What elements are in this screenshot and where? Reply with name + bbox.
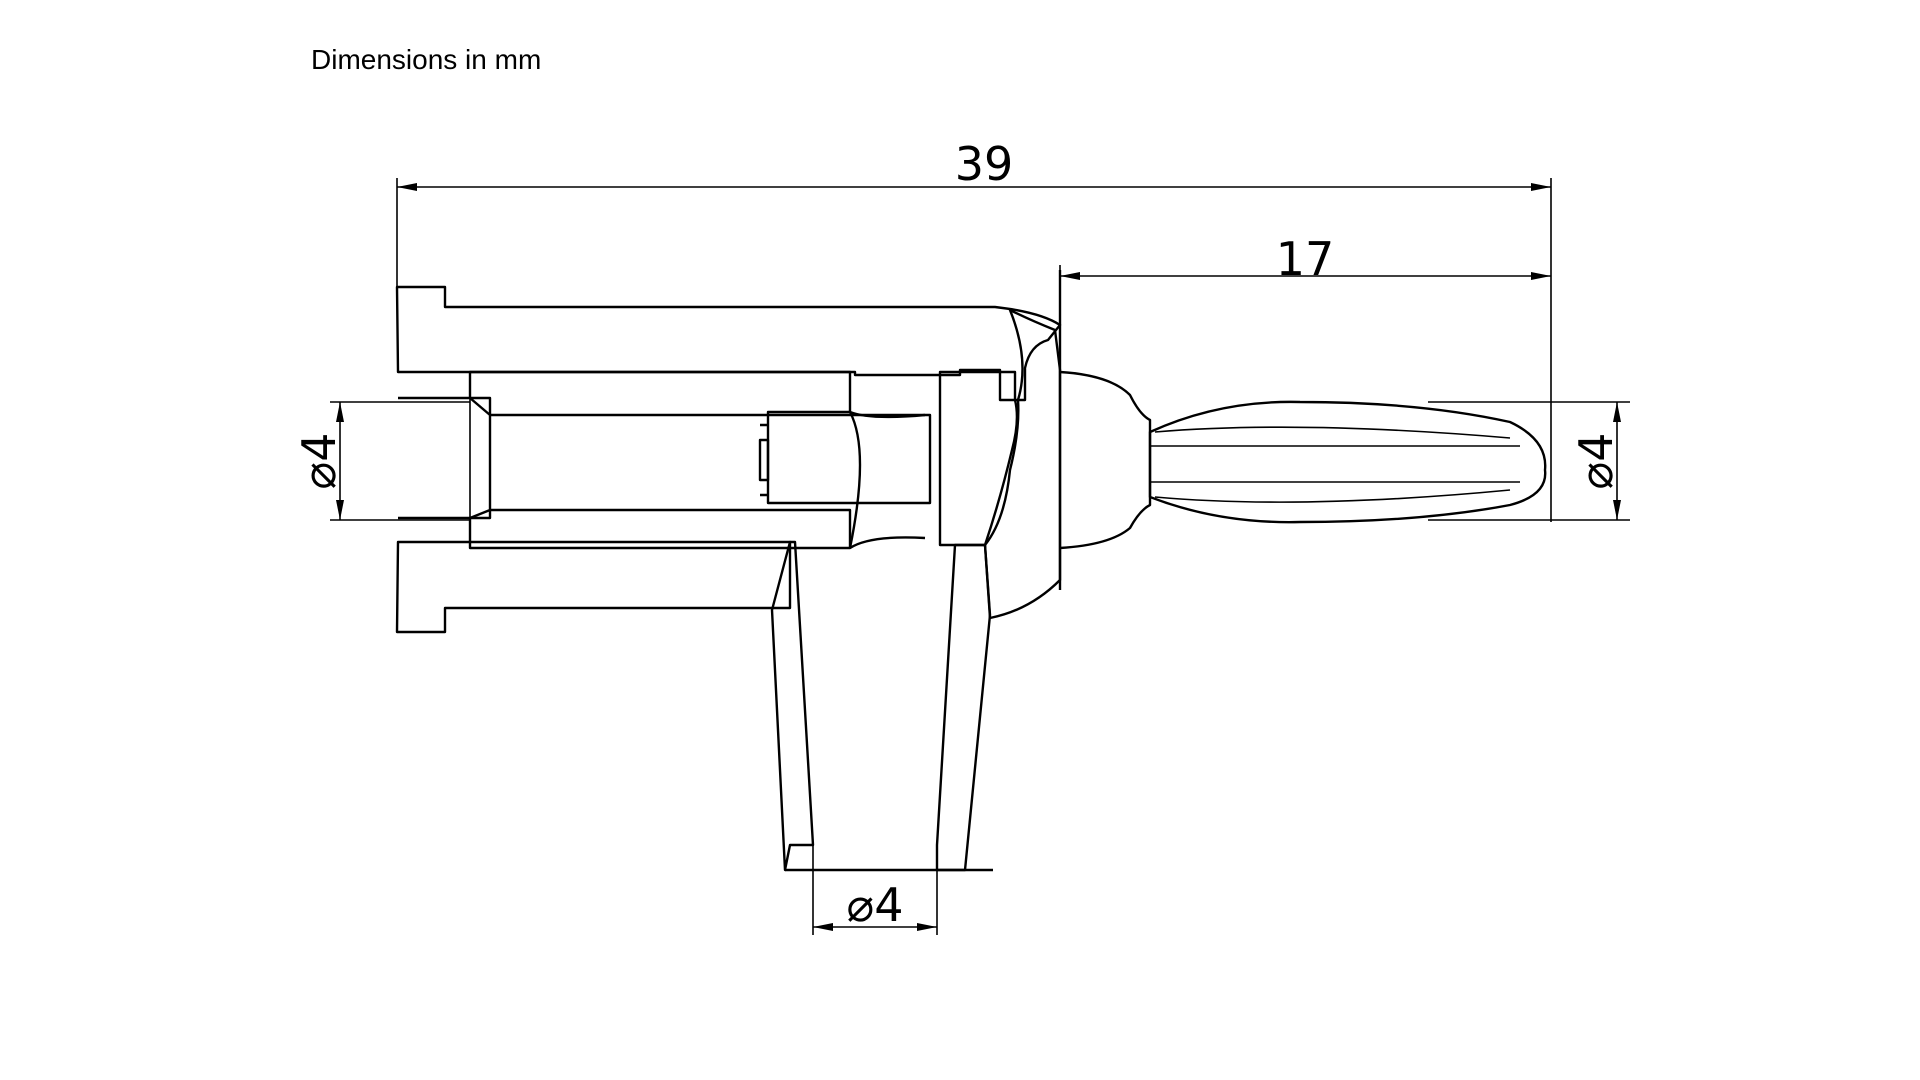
insert-pin [766, 413, 932, 505]
insert-block [938, 370, 1019, 547]
dim-pin-diameter: ⌀4 [1428, 401, 1630, 521]
housing-upper-wall [395, 285, 1062, 402]
dim-pin-diameter-label: ⌀4 [1569, 433, 1623, 490]
dim-overall-length-label: 39 [955, 137, 1014, 191]
socket-sleeve [398, 370, 852, 550]
housing-lower-wall [395, 540, 792, 634]
dim-pin-length-label: 17 [1276, 232, 1335, 286]
socket-upper-wall [468, 370, 852, 417]
housing-body [395, 285, 1062, 872]
dim-cable-bore-label: ⌀4 [847, 878, 904, 932]
pin-collar [1059, 370, 1152, 550]
units-note: Dimensions in mm [311, 44, 542, 75]
dim-cable-bore: ⌀4 [812, 845, 938, 935]
housing-outlet-left [770, 540, 815, 872]
dim-pin-length: 17 [1059, 232, 1551, 370]
crimp-insert [758, 370, 1019, 550]
housing-nose [983, 308, 1062, 620]
dim-overall-length: 39 [396, 137, 1552, 522]
pin-lamella [1148, 400, 1547, 524]
banana-plug [1058, 270, 1547, 590]
dim-socket-diameter: ⌀4 [292, 401, 470, 521]
socket-lower-wall [468, 508, 852, 550]
housing-outlet-right [935, 543, 992, 872]
dim-socket-diameter-label: ⌀4 [292, 433, 346, 490]
